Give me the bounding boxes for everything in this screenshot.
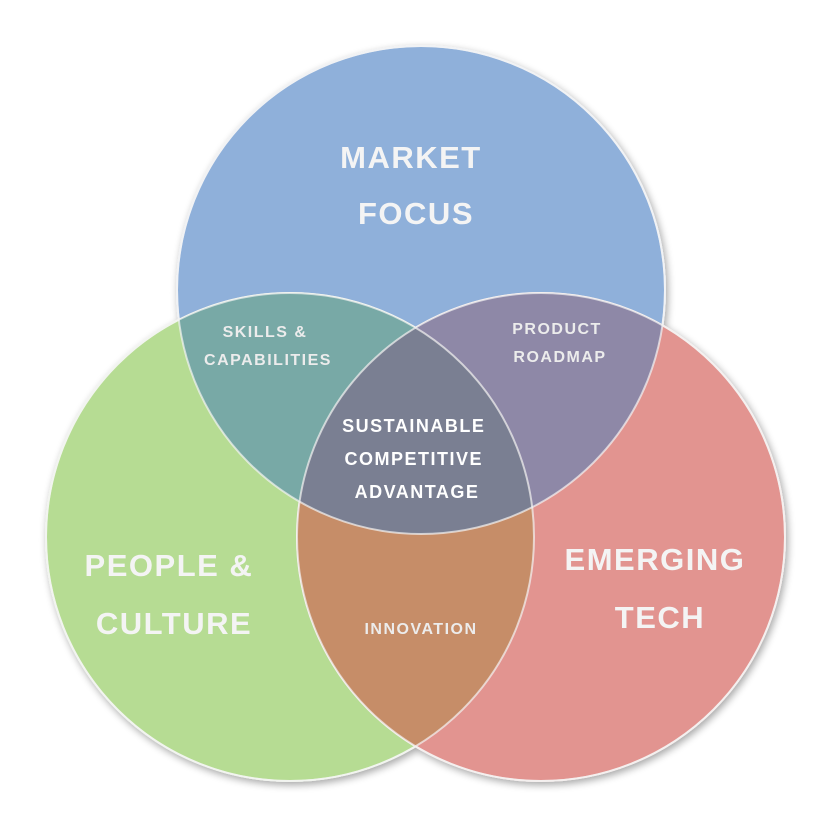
label-innovation: INNOVATION [364,621,477,638]
label-product-roadmap: PRODUCT ROADMAP [512,321,608,366]
label-people-culture: PEOPLE & CULTURE [85,548,264,641]
label-skills-capabilities: SKILLS & CAPABILITIES [204,324,332,369]
label-emerging-tech: EMERGING TECH [565,542,756,635]
label-market-focus: MARKET FOCUS [340,140,492,231]
label-sustainable-competitive-advantage: SUSTAINABLE COMPETITIVE ADVANTAGE [342,416,492,502]
circle-outlines [45,45,786,782]
overlap-center [297,293,534,534]
